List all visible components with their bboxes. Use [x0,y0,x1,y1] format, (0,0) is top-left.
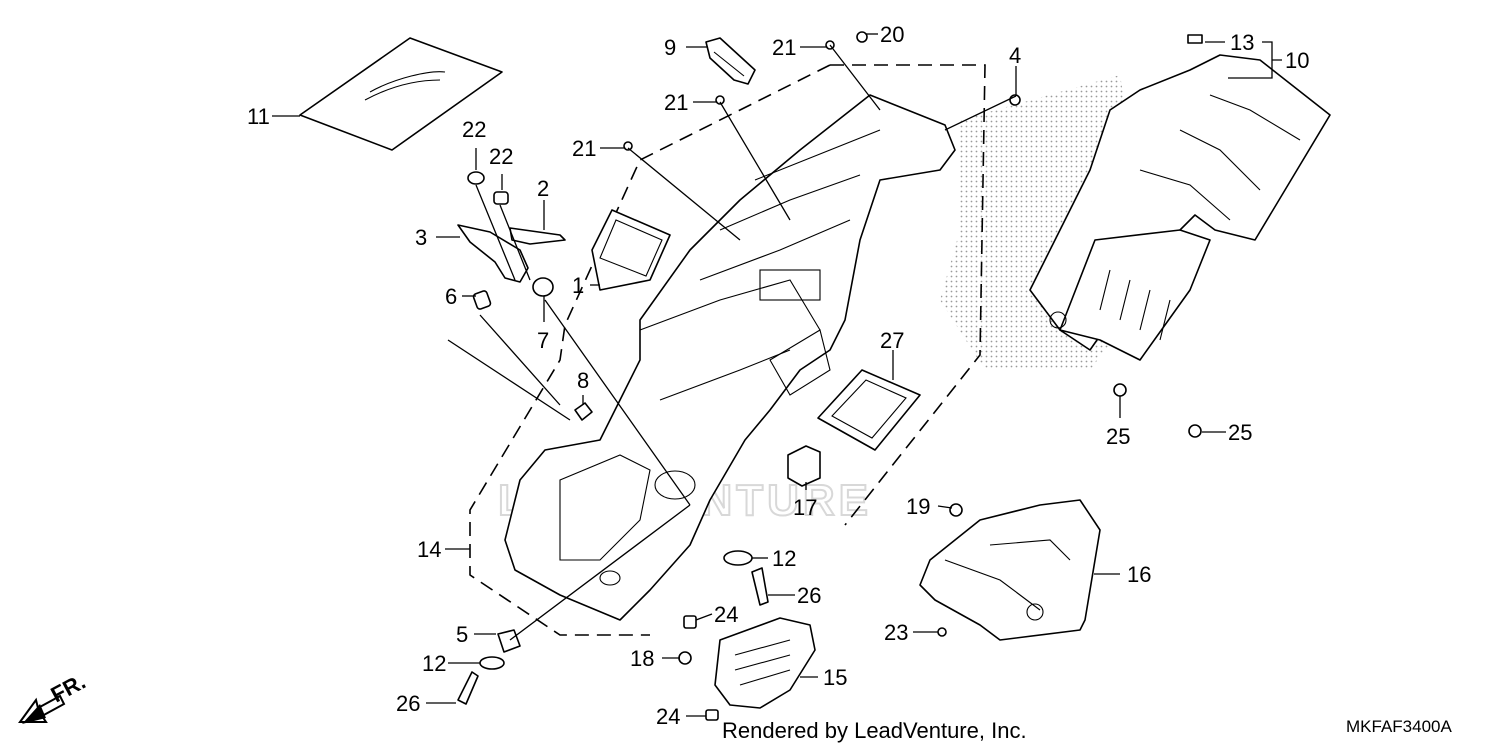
rear-fender-part [504,94,956,621]
cover-part-16 [919,499,1101,641]
callout-15: 15 [823,665,847,690]
callout-20: 20 [880,22,904,47]
callout-12: 12 [422,651,446,676]
callout-4: 4 [1009,43,1021,68]
callout-9: 9 [664,35,676,60]
block-part-17 [787,445,821,487]
diagram-code: MKFAF3400A [1346,717,1452,736]
callout-6: 6 [445,284,457,309]
footer-text: Rendered by LeadVenture, Inc. [722,718,1027,743]
callout-17: 17 [793,495,817,520]
callout-1: 1 [572,273,584,298]
callout-25: 25 [1228,420,1252,445]
callout-13: 13 [1230,30,1254,55]
callout-26: 26 [396,691,420,716]
callout-labels: 11 9 21 20 21 21 4 13 10 22 22 2 3 1 6 7… [247,22,1309,729]
callout-26: 26 [797,583,821,608]
callout-18: 18 [630,646,654,671]
assembly-outline [830,64,986,526]
fasteners [457,31,1203,721]
callout-21: 21 [772,35,796,60]
panel-part-1 [591,209,671,291]
callout-7: 7 [537,328,549,353]
callout-14: 14 [417,537,441,562]
callout-27: 27 [880,328,904,353]
callout-3: 3 [415,225,427,250]
callout-10: 10 [1285,48,1309,73]
callout-2: 2 [537,176,549,201]
callout-23: 23 [884,620,908,645]
callout-11: 11 [247,104,270,129]
callout-22: 22 [489,144,513,169]
assembly-outline-left [469,64,831,636]
callout-19: 19 [906,494,930,519]
cover-part-15 [714,617,816,709]
storage-bag-part [299,37,503,151]
callout-16: 16 [1127,562,1151,587]
callout-21: 21 [664,90,688,115]
callout-12: 12 [772,546,796,571]
front-direction-arrow-icon: FR. [18,669,90,724]
leader-lines [272,33,1282,717]
callout-5: 5 [456,622,468,647]
callout-8: 8 [577,368,589,393]
bracket-part-9 [705,37,756,85]
callout-22: 22 [462,117,486,142]
inner-fender-part [1029,54,1331,361]
callout-24: 24 [656,704,680,729]
frame-part-27 [817,369,921,451]
callout-24: 24 [714,602,738,627]
callout-25: 25 [1106,424,1130,449]
callout-21: 21 [572,136,596,161]
